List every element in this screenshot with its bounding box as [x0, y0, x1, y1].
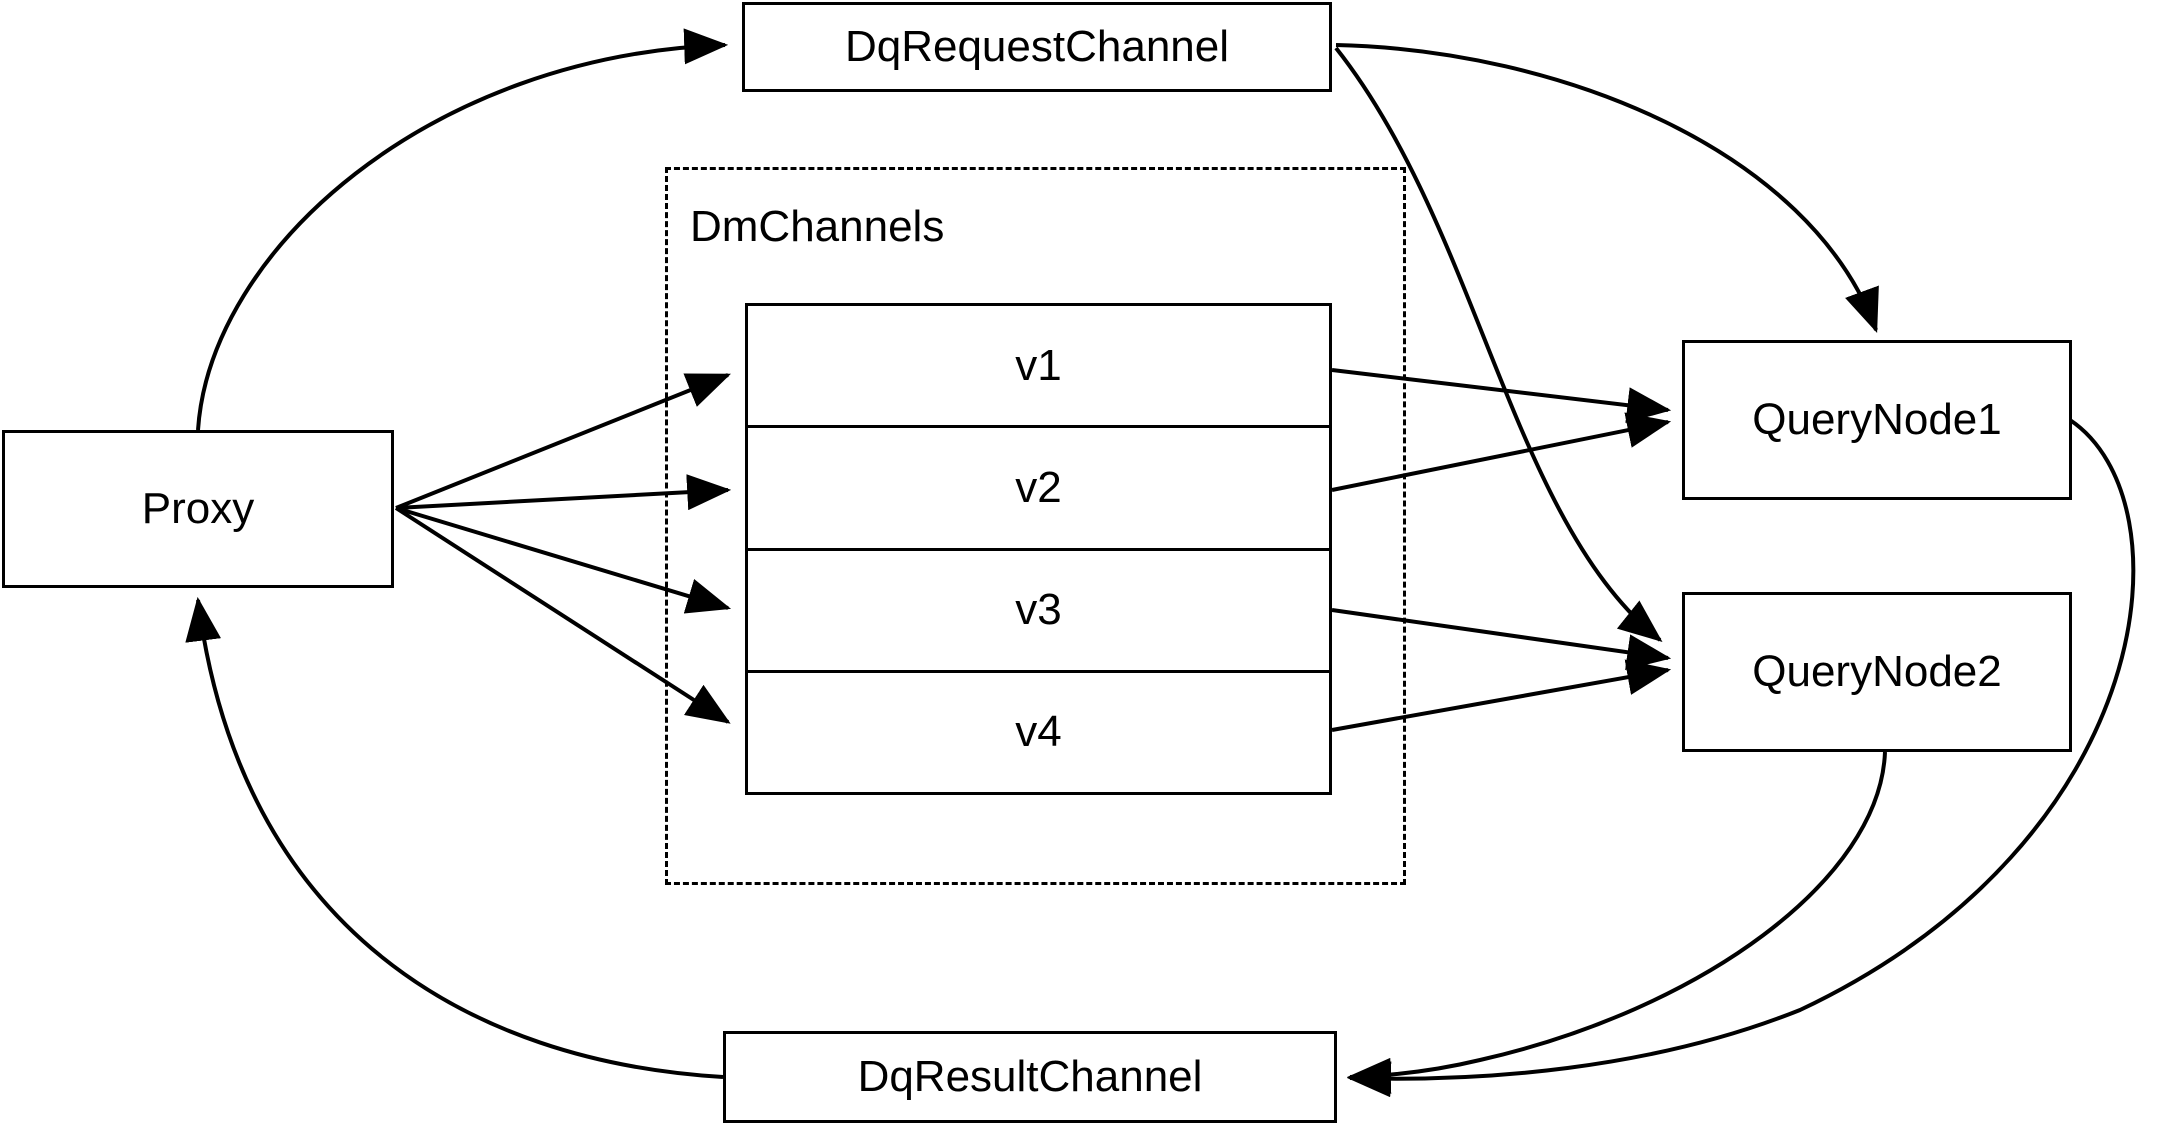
channel-label-v2: v2 [1015, 462, 1062, 512]
node-proxy-label: Proxy [141, 484, 255, 533]
edge-v3-to-querynode2 [1331, 608, 1672, 671]
channel-label-v4: v4 [1015, 707, 1062, 757]
node-query-node-1-label: QueryNode1 [1752, 395, 2002, 444]
edge-v2-to-querynode1 [1331, 412, 1672, 492]
channel-row-v3[interactable]: v3 [748, 550, 1329, 673]
edge-v1-to-querynode1 [1331, 368, 1672, 424]
dm-channels-stack: v1 v2 v3 v4 [745, 303, 1332, 795]
channel-row-v4[interactable]: v4 [748, 672, 1329, 792]
node-proxy[interactable]: Proxy [2, 430, 394, 588]
edge-dqrequestchannel-to-querynode2 [1334, 46, 1663, 643]
dm-channels-group-label: DmChannels [690, 202, 945, 251]
edge-proxy-to-v2 [395, 474, 732, 511]
edge-proxy-to-dqrequestchannel [196, 28, 729, 431]
channel-label-v1: v1 [1015, 340, 1062, 390]
node-query-node-1[interactable]: QueryNode1 [1682, 340, 2072, 500]
node-dq-result-channel[interactable]: DqResultChannel [723, 1031, 1337, 1123]
channel-row-v2[interactable]: v2 [748, 428, 1329, 551]
node-dq-request-channel-label: DqRequestChannel [844, 22, 1230, 71]
node-dq-result-channel-label: DqResultChannel [857, 1052, 1203, 1101]
edge-dqresultchannel-to-proxy [185, 596, 724, 1079]
edge-proxy-to-v3 [395, 506, 732, 614]
channel-label-v3: v3 [1015, 585, 1062, 635]
edge-querynode1-to-dqresultchannel [1346, 418, 2136, 1098]
node-dq-request-channel[interactable]: DqRequestChannel [742, 2, 1332, 92]
edge-querynode2-to-dqresultchannel [1346, 751, 1887, 1094]
edge-proxy-to-v1 [395, 373, 731, 510]
dm-channels-group [665, 167, 1406, 885]
node-query-node-2-label: QueryNode2 [1752, 647, 2002, 696]
edge-proxy-to-v4 [394, 506, 731, 724]
edge-v4-to-querynode2 [1331, 659, 1672, 732]
edge-dqrequestchannel-to-querynode1 [1335, 43, 1879, 334]
channel-row-v1[interactable]: v1 [748, 306, 1329, 429]
node-query-node-2[interactable]: QueryNode2 [1682, 592, 2072, 752]
